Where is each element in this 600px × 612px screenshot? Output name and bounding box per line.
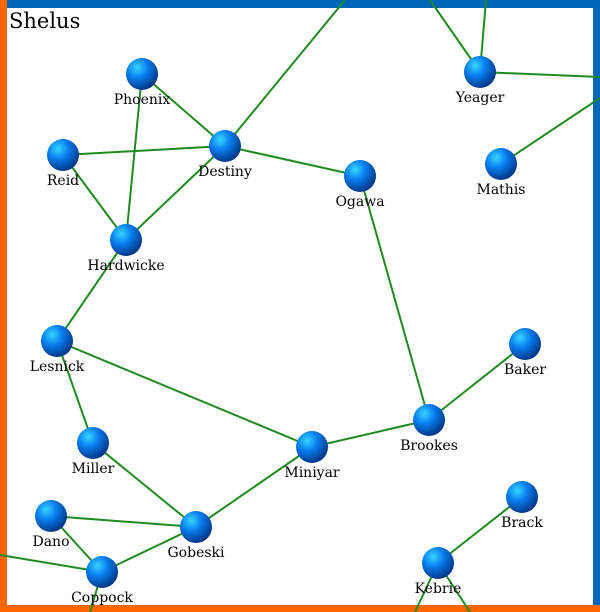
- jump-connection-lesnick-miniyar: [56, 340, 313, 448]
- region-border-left: [0, 0, 7, 612]
- system-label-brack[interactable]: Brack: [501, 515, 543, 531]
- system-label-destiny[interactable]: Destiny: [198, 164, 252, 180]
- system-label-baker[interactable]: Baker: [503, 362, 547, 378]
- system-node-mathis[interactable]: [485, 148, 517, 180]
- jump-connection-coppock-ext-w1: [0, 554, 103, 573]
- system-node-lesnick[interactable]: [41, 325, 73, 357]
- system-node-brack[interactable]: [506, 481, 538, 513]
- system-label-reid[interactable]: Reid: [46, 173, 80, 189]
- jump-connection-mathis-ext-e2: [500, 97, 600, 165]
- system-label-mathis[interactable]: Mathis: [476, 182, 526, 198]
- jump-connection-miller-gobeski: [92, 442, 197, 528]
- jump-connection-reid-destiny: [62, 145, 226, 156]
- jump-connection-hardwicke-destiny: [125, 145, 226, 241]
- jump-connection-destiny-ext-n1: [224, 0, 346, 147]
- system-node-baker[interactable]: [509, 328, 541, 360]
- system-node-ogawa[interactable]: [344, 160, 376, 192]
- jump-connection-lesnick-miller: [56, 340, 94, 444]
- system-label-gobeski[interactable]: Gobeski: [167, 545, 225, 561]
- jump-connection-yeager-ext-e1: [479, 71, 600, 78]
- jump-connection-phoenix-hardwicke: [125, 73, 143, 241]
- region-title: Shelus: [9, 9, 81, 33]
- system-node-dano[interactable]: [35, 500, 67, 532]
- system-label-hardwicke[interactable]: Hardwicke: [87, 258, 165, 274]
- system-label-miller[interactable]: Miller: [71, 461, 115, 477]
- system-label-kebrie[interactable]: Kebrie: [414, 581, 462, 597]
- system-node-coppock[interactable]: [86, 556, 118, 588]
- system-node-brookes[interactable]: [413, 404, 445, 436]
- jump-connection-brookes-baker: [428, 343, 526, 421]
- region-border-right: [593, 0, 600, 612]
- system-node-phoenix[interactable]: [126, 58, 158, 90]
- region-border-bottom: [0, 605, 600, 612]
- system-node-miniyar[interactable]: [296, 431, 328, 463]
- system-node-reid[interactable]: [47, 139, 79, 171]
- system-label-brookes[interactable]: Brookes: [400, 438, 458, 454]
- system-node-destiny[interactable]: [209, 130, 241, 162]
- jump-connection-coppock-gobeski: [101, 526, 197, 573]
- system-label-yeager[interactable]: Yeager: [455, 90, 505, 106]
- system-node-gobeski[interactable]: [180, 511, 212, 543]
- jump-connection-hardwicke-lesnick: [56, 239, 127, 342]
- region-border-top: [0, 0, 600, 8]
- system-node-yeager[interactable]: [464, 56, 496, 88]
- jump-connection-reid-hardwicke: [62, 154, 127, 241]
- jump-connection-miniyar-gobeski: [195, 446, 313, 528]
- system-label-lesnick[interactable]: Lesnick: [29, 359, 85, 375]
- system-label-miniyar[interactable]: Miniyar: [284, 465, 340, 481]
- jump-connection-brack-kebrie: [437, 496, 523, 564]
- system-label-coppock[interactable]: Coppock: [71, 590, 133, 606]
- system-node-miller[interactable]: [77, 427, 109, 459]
- system-node-hardwicke[interactable]: [110, 224, 142, 256]
- system-label-ogawa[interactable]: Ogawa: [335, 194, 385, 210]
- system-label-phoenix[interactable]: Phoenix: [113, 92, 171, 108]
- jump-connection-destiny-ogawa: [224, 145, 361, 177]
- jump-connection-dano-gobeski: [50, 515, 197, 528]
- jump-connection-ogawa-brookes: [359, 175, 430, 421]
- system-node-kebrie[interactable]: [422, 547, 454, 579]
- system-label-dano[interactable]: Dano: [32, 534, 70, 550]
- jump-connection-phoenix-destiny: [141, 73, 226, 147]
- jump-connection-miniyar-brookes: [311, 419, 430, 448]
